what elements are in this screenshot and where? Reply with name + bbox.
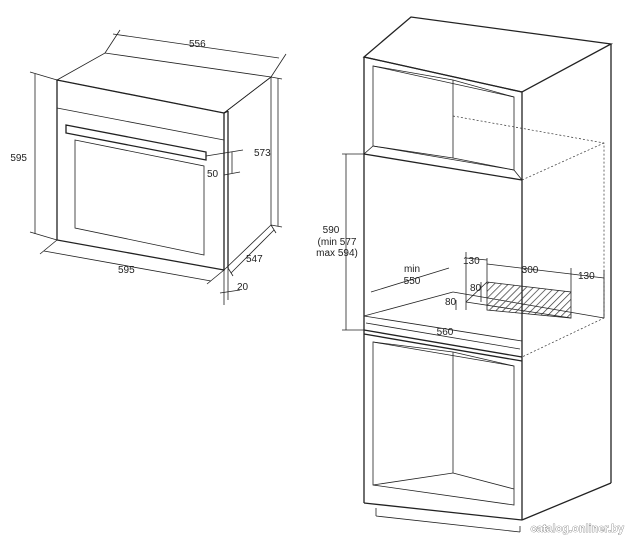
dim-547: 547: [246, 254, 263, 265]
dim-min-label: min: [404, 264, 420, 275]
oven-door-handle: [65, 124, 207, 161]
dim-max-594: max 594): [316, 248, 358, 259]
dim-556: 556: [189, 39, 206, 50]
opening-back-dashed: [452, 115, 605, 358]
upper-compartment: [372, 65, 515, 171]
watermark: catalog.onliner.by: [530, 523, 624, 535]
dim-80-bottom: 80: [445, 297, 457, 308]
dim-300: 300: [522, 265, 539, 276]
dim-min-577: (min 577: [318, 237, 357, 248]
dim-50: 50: [207, 169, 219, 180]
dim-573: 573: [254, 148, 271, 159]
dim-line-547: [230, 229, 275, 274]
lower-compartment: [372, 341, 515, 506]
dim-595-height: 595: [10, 153, 27, 164]
dim-130-left: 130: [463, 256, 480, 267]
dim-590: 590: [323, 225, 340, 236]
dim-20: 20: [237, 282, 249, 293]
dim-595-width: 595: [118, 265, 135, 276]
dim-560: 560: [437, 327, 454, 338]
oven-door-window: [74, 139, 205, 256]
oven-drawing: 556 595 573 50 595 547 20: [10, 29, 287, 305]
dim-80-height: 80: [470, 283, 482, 294]
ventilation-cutout: [486, 281, 572, 319]
dim-130-right: 130: [578, 271, 595, 282]
dim-line-595-width: [43, 250, 212, 282]
dim-line-556: [112, 33, 280, 59]
dim-550: 550: [404, 276, 421, 287]
dim-line-560: [365, 322, 521, 350]
cabinet-drawing: 590 (min 577 max 594) min 550 560 130 30…: [316, 16, 614, 533]
cabinet-top: [362, 16, 614, 93]
oven-top-face: [55, 52, 272, 114]
